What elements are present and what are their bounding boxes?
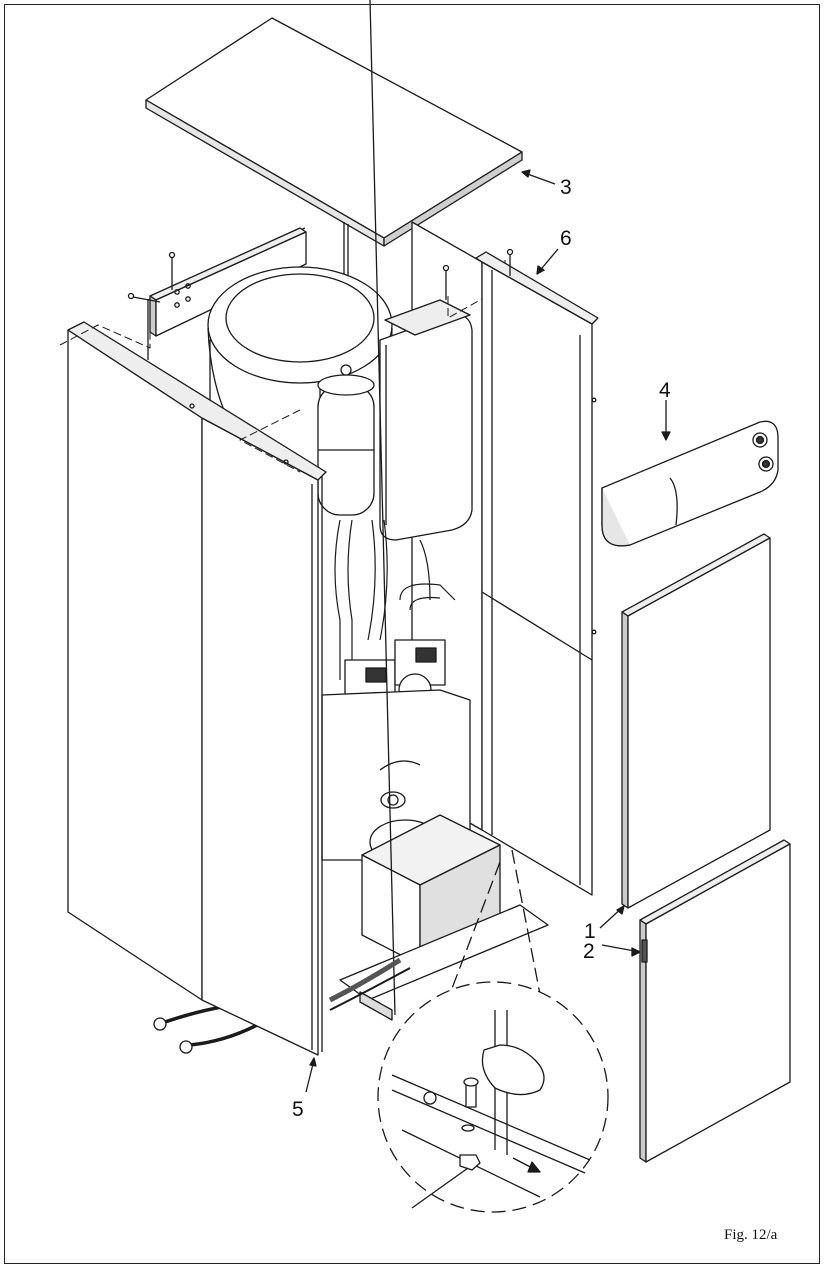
top-bracket-left [127,227,307,337]
hydraulic-piping [334,519,456,680]
control-panel [601,420,779,547]
callout-3: 3 [560,176,572,199]
side-panel-left [67,321,327,1056]
top-cover-panel [145,17,523,247]
callout-2-label: 2 [583,940,595,963]
callout-6: 6 [560,227,572,250]
callout-5: 5 [292,1098,304,1121]
expansion-cylinder [317,364,375,516]
side-panel-right [475,248,599,896]
callout-leader-lines [305,169,671,1093]
side-panel-left-outer [67,329,203,1001]
callout-4: 4 [659,379,671,402]
water-tank [207,266,393,471]
detail-view-circle [377,849,609,1213]
front-panel-upper [621,533,771,909]
figure-caption: Fig. 12/a [724,1227,778,1243]
callout-1: 1 [584,920,596,943]
base-frame [328,0,549,1021]
figure-frame [4,4,820,1264]
front-panel-lower [639,839,791,1163]
